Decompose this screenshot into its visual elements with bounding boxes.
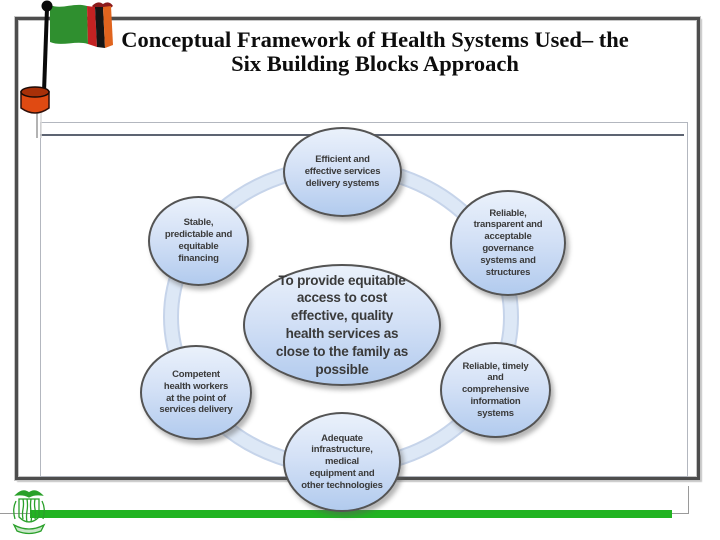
slide-title: Conceptual Framework of Health Systems U… [50,28,700,76]
block-service-delivery: Efficient and effective services deliver… [283,127,402,217]
central-goal-ellipse: To provide equitable access to cost effe… [243,264,441,386]
zambia-flag-icon [20,0,113,138]
zambia-coat-of-arms-icon [12,490,46,535]
footer-green-bar [30,510,672,518]
slide-title-line1: Conceptual Framework of Health Systems U… [121,27,629,52]
block-financing-label: Stable, predictable and equitable financ… [164,217,233,264]
block-governance: Reliable, transparent and acceptable gov… [450,190,566,296]
footer-right-corner-line [688,486,689,514]
block-health-workforce: Competent health workers at the point of… [140,345,252,440]
block-health-workforce-label: Competent health workers at the point of… [159,368,233,416]
block-service-delivery-label: Efficient and effective services deliver… [304,154,381,189]
block-information-systems: Reliable, timely and comprehensive infor… [440,342,551,438]
slide-title-line2: Six Building Blocks Approach [231,50,519,76]
block-infrastructure-label: Adequate infrastructure, medical equipme… [301,432,383,491]
central-goal-label: To provide equitable access to cost effe… [275,272,409,377]
block-infrastructure: Adequate infrastructure, medical equipme… [283,412,401,512]
block-financing: Stable, predictable and equitable financ… [148,196,249,286]
block-information-systems-label: Reliable, timely and comprehensive infor… [461,360,530,419]
block-governance-label: Reliable, transparent and acceptable gov… [473,207,543,278]
